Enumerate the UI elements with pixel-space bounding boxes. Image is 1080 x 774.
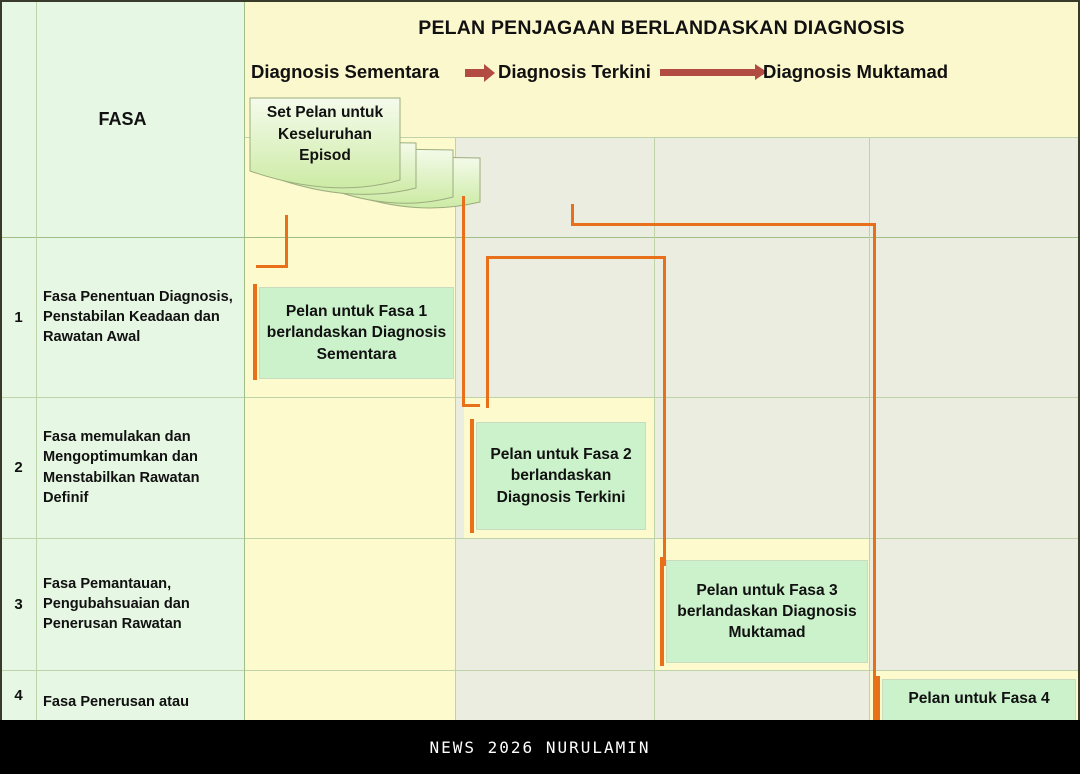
footer-watermark-text: NEWS 2026 NURULAMIN bbox=[429, 737, 651, 757]
connector-3-vertical bbox=[571, 204, 574, 226]
connector-2-vertical-b bbox=[663, 256, 666, 566]
phase-number-1: 1 bbox=[0, 237, 37, 397]
stage-label-muktamad: Diagnosis Muktamad bbox=[763, 61, 949, 82]
frame-top-border bbox=[0, 0, 1080, 2]
phase-name-2: Fasa memulakan dan Mengoptimumkan dan Me… bbox=[37, 397, 245, 538]
connector-1-horizontal bbox=[256, 265, 288, 268]
phase-number-4: 4 bbox=[0, 670, 37, 720]
fasa-header-cell: FASA bbox=[0, 2, 245, 237]
grid-hline-r3 bbox=[0, 670, 1078, 671]
plan-bar-4 bbox=[876, 676, 880, 736]
phase-name-1: Fasa Penentuan Diagnosis, Penstabilan Ke… bbox=[37, 237, 245, 397]
phase-number-3: 3 bbox=[0, 538, 37, 670]
stage-label-terkini: Diagnosis Terkini bbox=[498, 61, 651, 82]
connector-2-horizontal bbox=[486, 256, 666, 259]
plan-box-phase-2[interactable]: Pelan untuk Fasa 2 berlandaskan Diagnosi… bbox=[476, 422, 646, 530]
grid-hline-header bbox=[0, 237, 1078, 238]
frame-right-border bbox=[1078, 0, 1080, 720]
fasa-header-label: FASA bbox=[98, 109, 147, 129]
plan-bar-1 bbox=[253, 284, 257, 380]
grid-vline-c1 bbox=[455, 55, 456, 720]
diagram-title: PELAN PENJAGAAN BERLANDASKAN DIAGNOSIS bbox=[245, 2, 1078, 55]
cascading-plan-shapes: Set Pelan untuk Keseluruhan Episod bbox=[248, 96, 648, 242]
plan-box-phase-1[interactable]: Pelan untuk Fasa 1 berlandaskan Diagnosi… bbox=[259, 287, 454, 379]
stage-label-sementara: Diagnosis Sementara bbox=[251, 61, 440, 82]
grid-hline-r1 bbox=[0, 397, 1078, 398]
plan-bar-3 bbox=[660, 557, 664, 666]
grid-vline-num bbox=[36, 2, 37, 720]
column-band-fasa4 bbox=[870, 137, 1078, 720]
grid-vline-c2 bbox=[654, 55, 655, 720]
footer-watermark-bar: NEWS 2026 NURULAMIN bbox=[0, 720, 1080, 774]
grid-hline-r2 bbox=[0, 538, 1078, 539]
connector-1-vertical bbox=[285, 215, 288, 267]
plan-box-phase-3[interactable]: Pelan untuk Fasa 3 berlandaskan Diagnosi… bbox=[666, 560, 868, 663]
phase-name-3: Fasa Pemantauan, Pengubahsuaian dan Pene… bbox=[37, 538, 245, 670]
connector-3-horizontal bbox=[571, 223, 876, 226]
plan-bar-2 bbox=[470, 419, 474, 533]
phase-number-2: 2 bbox=[0, 397, 37, 538]
phase-name-4: Fasa Penerusan atau bbox=[37, 670, 245, 720]
connector-3-vertical-b bbox=[873, 223, 876, 720]
connector-2-stub bbox=[462, 196, 465, 406]
frame-left-border bbox=[0, 0, 2, 720]
grid-vline-left bbox=[244, 2, 245, 720]
connector-2-vertical bbox=[486, 256, 489, 408]
diagram-title-text: PELAN PENJAGAAN BERLANDASKAN DIAGNOSIS bbox=[418, 17, 905, 39]
column-band-sementara bbox=[245, 137, 455, 720]
grid-hline-subheader2 bbox=[245, 137, 1078, 138]
connector-2-stub-h bbox=[462, 404, 480, 407]
overall-plan-line2: Keseluruhan Episod bbox=[278, 125, 372, 164]
overall-plan-line1: Set Pelan untuk bbox=[266, 104, 384, 121]
grid-vline-c3 bbox=[869, 137, 870, 720]
